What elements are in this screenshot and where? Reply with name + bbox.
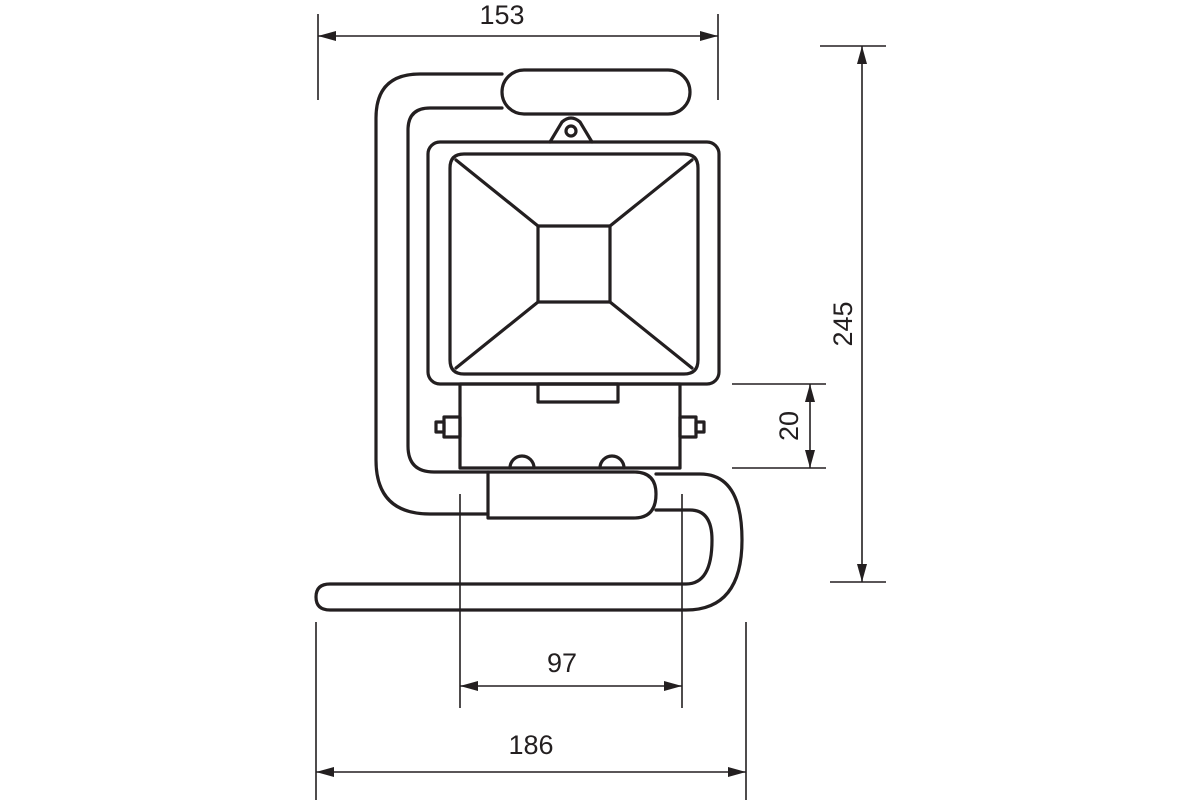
arrowhead xyxy=(805,384,815,402)
lamp-housing-outer xyxy=(426,140,721,386)
hanging-hole xyxy=(564,124,578,138)
arrowhead xyxy=(318,31,336,41)
arrowhead xyxy=(460,681,478,691)
dimension-label-bracket-height: 20 xyxy=(774,411,804,441)
base-foot-tube xyxy=(314,472,744,612)
mount-knobs xyxy=(434,415,706,470)
led-chip xyxy=(536,224,612,304)
arrowhead xyxy=(664,681,682,691)
arrowhead xyxy=(316,767,334,777)
dimension-label-base-inner-width: 97 xyxy=(547,648,577,678)
lamp-lens-frame xyxy=(448,152,700,376)
base-sleeve xyxy=(486,470,658,520)
dimension-label-top-width: 153 xyxy=(479,0,524,30)
dimension-total-height: 245 xyxy=(820,45,886,583)
dimension-base-total-width: 186 xyxy=(315,622,747,800)
dimension-top-width: 153 xyxy=(317,0,719,100)
dimension-label-total-height: 245 xyxy=(828,301,858,346)
handle-bar xyxy=(500,68,692,116)
mount-block xyxy=(458,382,682,470)
arrowhead xyxy=(700,31,718,41)
dimension-label-base-total-width: 186 xyxy=(508,730,553,760)
arrowhead xyxy=(857,564,867,582)
reflector-lines xyxy=(454,158,694,370)
floodlight-outline xyxy=(314,68,744,612)
dimension-base-inner-width: 97 xyxy=(459,494,683,708)
hanging-tab xyxy=(548,116,594,144)
mount-top-slot xyxy=(536,382,620,404)
arrowhead xyxy=(857,46,867,64)
arrowhead xyxy=(805,450,815,468)
arrowhead xyxy=(728,767,746,777)
stand-frame-tube xyxy=(374,72,504,516)
dimension-bracket-height: 20 xyxy=(732,383,826,469)
